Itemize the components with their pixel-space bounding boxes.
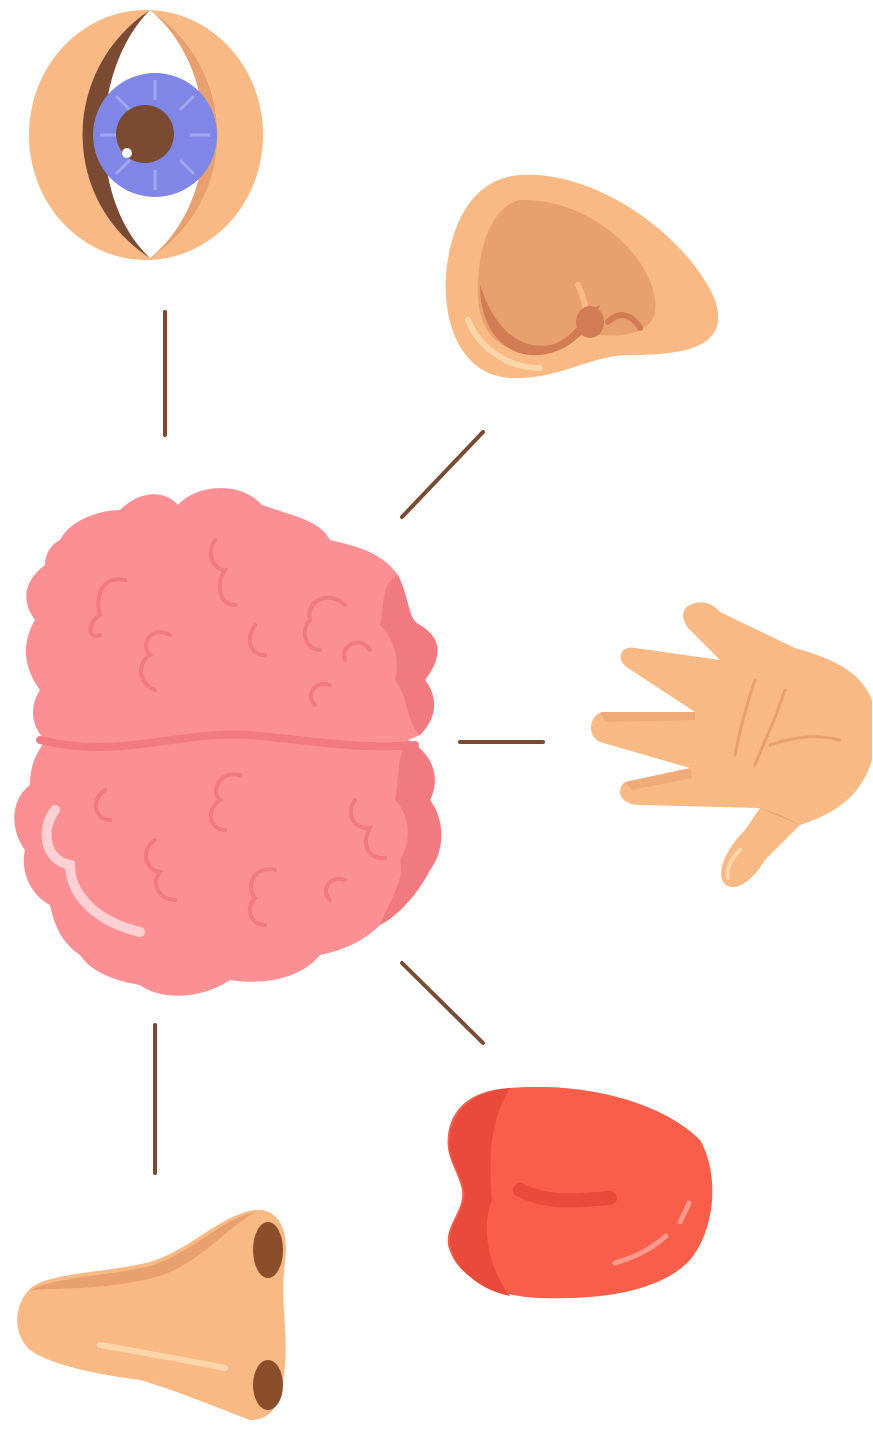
- ear-icon: [446, 175, 719, 378]
- eye-icon: [29, 10, 263, 260]
- hand-icon: [591, 602, 872, 887]
- nose-icon: [17, 1210, 286, 1420]
- connector-ear-line: [402, 432, 483, 517]
- tongue-icon: [448, 1087, 713, 1298]
- connector-tongue-line: [402, 963, 483, 1043]
- brain-icon: [14, 488, 441, 996]
